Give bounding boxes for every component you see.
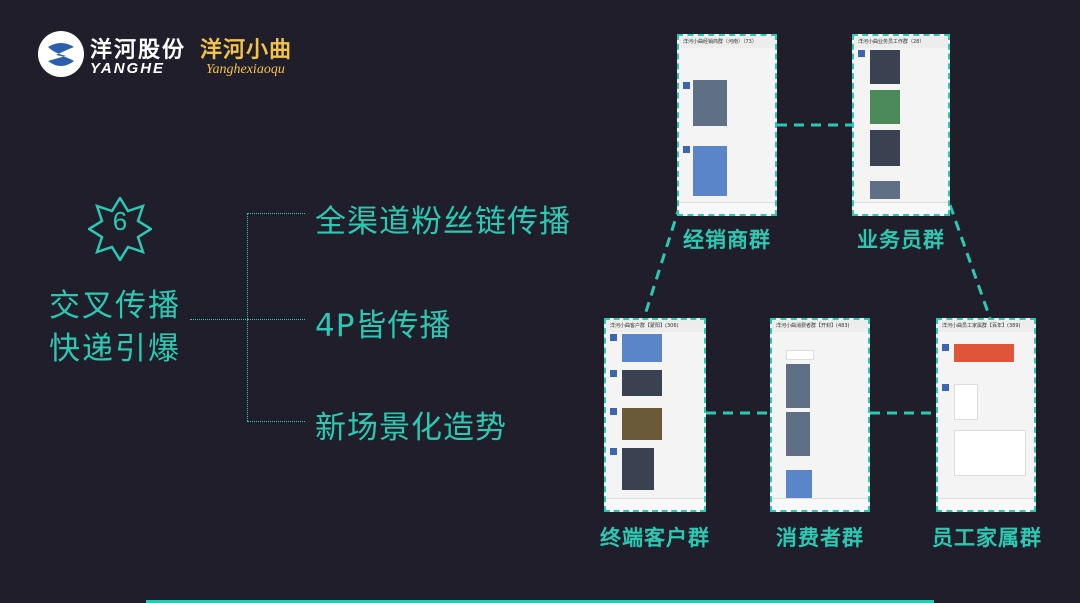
shared-photo — [622, 408, 662, 440]
company-name-en: YANGHE — [90, 60, 166, 77]
shared-photo — [622, 448, 654, 490]
label-family: 员工家属群 — [932, 526, 1042, 550]
connector-branch-2 — [247, 319, 305, 320]
branch-fan-chain: 全渠道粉丝链传播 — [315, 204, 571, 240]
connector-branch-1 — [247, 213, 305, 214]
chat-input-bar — [606, 498, 704, 510]
connector-branch-3 — [247, 421, 305, 422]
shared-photo — [622, 370, 662, 396]
avatar — [942, 344, 949, 351]
shared-photo — [693, 146, 727, 196]
chat-bubble — [954, 430, 1026, 476]
branch-scene: 新场景化造势 — [315, 410, 507, 446]
chat-input-bar — [772, 498, 868, 510]
label-terminal: 终端客户群 — [600, 526, 710, 550]
bottom-accent-bar — [146, 600, 934, 603]
red-packet-card — [954, 344, 1014, 362]
phone-consumer-chat: 洋河小曲消费者群【开封】(483) — [770, 318, 870, 512]
branch-4p: 4P皆传播 — [315, 308, 452, 344]
left-title-line1: 交叉传播 — [49, 288, 181, 324]
shared-photo — [870, 50, 900, 84]
chat-title: 洋河小曲业务员工作群（28） — [854, 36, 948, 48]
avatar — [610, 448, 617, 455]
shared-photo — [870, 90, 900, 124]
left-title-line2: 快递引爆 — [49, 331, 181, 367]
chat-title: 洋河小曲客户群【蒙阳】(306) — [606, 320, 704, 332]
shared-photo — [870, 130, 900, 166]
avatar — [942, 384, 949, 391]
shared-photo — [786, 412, 810, 456]
avatar — [610, 408, 617, 415]
company-name-cn: 洋河股份 — [90, 38, 187, 63]
avatar — [683, 82, 690, 89]
product-name-cn: 洋河小曲 — [200, 38, 293, 63]
shared-photo — [786, 364, 810, 408]
label-distributor: 经销商群 — [683, 228, 771, 252]
shared-photo — [622, 334, 662, 362]
shared-photo — [870, 181, 900, 199]
label-consumer: 消费者群 — [776, 526, 864, 550]
chat-title: 洋河小曲经销商群（河南）（73） — [679, 36, 775, 48]
phone-distributor-chat: 洋河小曲经销商群（河南）（73） — [677, 34, 777, 216]
phone-terminal-chat: 洋河小曲客户群【蒙阳】(306) — [604, 318, 706, 512]
avatar — [683, 146, 690, 153]
chat-input-bar — [854, 202, 948, 214]
product-name-en: Yanghexiaoqu — [206, 62, 285, 77]
chat-bubble — [954, 384, 978, 420]
chat-bubble — [786, 350, 814, 360]
chat-title: 洋河小曲员工家属群【百年】(389) — [938, 320, 1034, 332]
connector-line — [190, 319, 248, 320]
avatar — [858, 50, 865, 57]
label-salesman: 业务员群 — [857, 228, 945, 252]
octagram-badge-icon — [88, 197, 152, 261]
phone-family-chat: 洋河小曲员工家属群【百年】(389) — [936, 318, 1036, 512]
shared-photo — [693, 80, 727, 126]
avatar — [610, 334, 617, 341]
chat-input-bar — [938, 498, 1034, 510]
chat-title: 洋河小曲消费者群【开封】(483) — [772, 320, 868, 332]
shared-photo — [786, 470, 812, 500]
brand-logo-icon — [38, 31, 84, 77]
connector-vertical — [247, 213, 248, 421]
badge-number: 6 — [112, 206, 128, 236]
phone-salesman-chat: 洋河小曲业务员工作群（28） — [852, 34, 950, 216]
chat-input-bar — [679, 202, 775, 214]
avatar — [610, 370, 617, 377]
